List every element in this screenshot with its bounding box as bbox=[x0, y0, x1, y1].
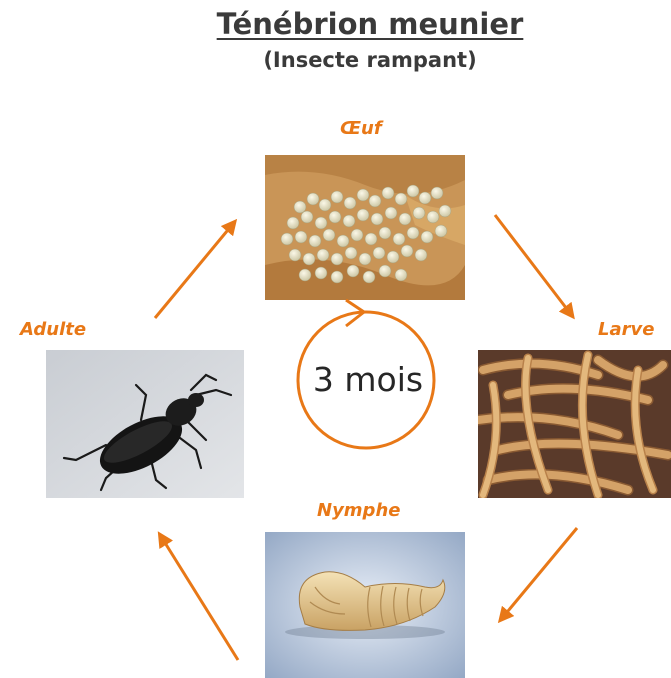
arrow-larva-to-nymph bbox=[503, 528, 577, 617]
arrow-nymph-to-adult bbox=[162, 538, 238, 660]
arrow-egg-to-larva bbox=[495, 215, 570, 313]
cycle-duration-text: 3 mois bbox=[298, 360, 438, 399]
arrow-adult-to-egg bbox=[155, 225, 232, 318]
